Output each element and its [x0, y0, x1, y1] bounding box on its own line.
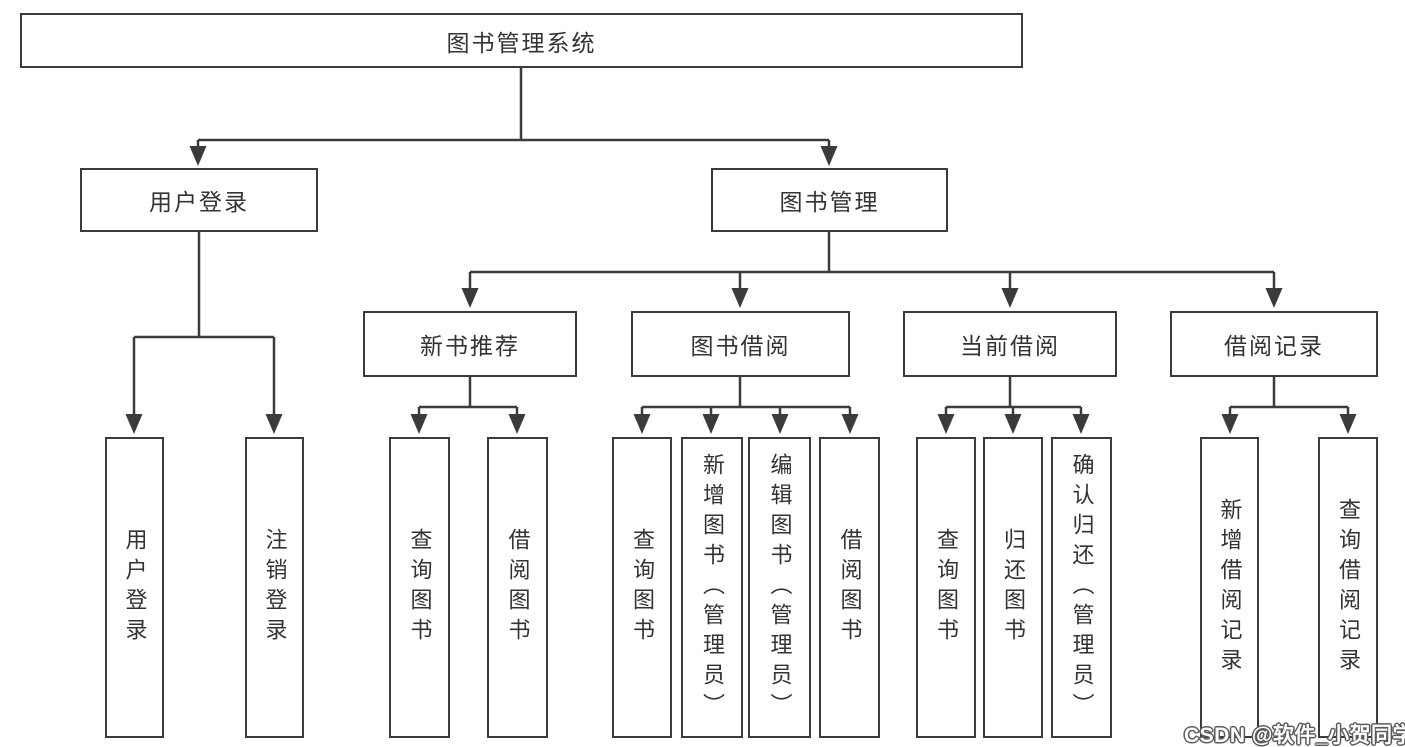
edges-book-borrow	[633, 377, 859, 434]
leaf-bb-edit-books-admin: 编辑图书（管理员）	[748, 437, 811, 738]
leaf-cb-return-books: 归还图书	[983, 437, 1043, 738]
edges-book-mgmt	[461, 232, 1283, 308]
leaf-bb-borrow-books: 借阅图书	[819, 437, 880, 738]
node-root: 图书管理系统	[20, 13, 1023, 68]
leaf-br-add-record: 新增借阅记录	[1200, 437, 1259, 738]
node-user-login: 用户登录	[80, 168, 318, 232]
node-borrow-records: 借阅记录	[1170, 311, 1378, 377]
leaf-cb-confirm-return-admin: 确认归还（管理员）	[1051, 437, 1112, 738]
watermark: CSDN @软件_小贺同学	[1184, 724, 1405, 747]
node-book-borrow: 图书借阅	[631, 311, 850, 377]
edges-borrow-records	[1221, 377, 1357, 434]
edges-root	[189, 68, 838, 166]
leaf-cb-query-books: 查询图书	[916, 437, 976, 738]
leaf-br-query-record: 查询借阅记录	[1318, 437, 1378, 738]
node-book-mgmt: 图书管理	[711, 168, 948, 232]
leaf-bb-add-books-admin: 新增图书（管理员）	[681, 437, 743, 738]
edges-user-login	[125, 232, 283, 434]
leaf-bb-query-books: 查询图书	[612, 437, 672, 738]
leaf-nbr-borrow-books: 借阅图书	[487, 437, 548, 738]
leaf-user-login: 用户登录	[105, 437, 164, 738]
leaf-nbr-query-books: 查询图书	[389, 437, 450, 738]
leaf-logout: 注销登录	[245, 437, 304, 738]
node-current-borrow: 当前借阅	[903, 311, 1117, 377]
edges-new-book-rec	[410, 377, 526, 434]
node-new-book-rec: 新书推荐	[363, 311, 577, 377]
edges-current-borrow	[937, 377, 1090, 434]
